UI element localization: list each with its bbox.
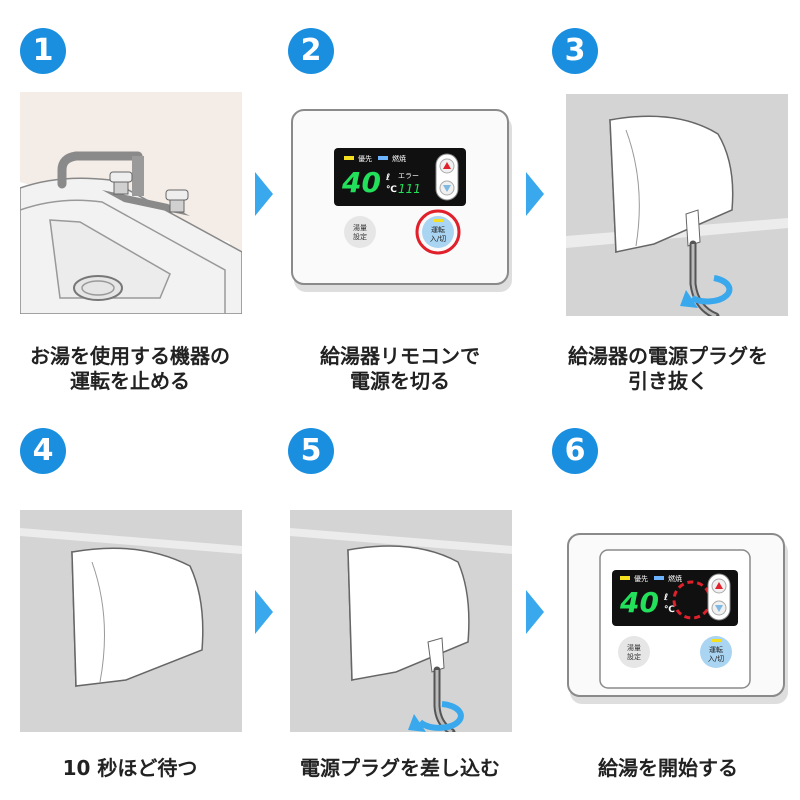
priority-indicator-label: 優先 [634,574,648,583]
temperature-readout: 40 [619,586,659,619]
faucet-spout [57,151,143,189]
faucet-base [102,190,190,216]
step-4-caption: 10 秒ほど待つ [62,756,198,780]
volume-unit: ℓ [663,593,668,603]
power-button[interactable] [700,636,732,668]
svg-text:入/切: 入/切 [430,235,446,243]
step-5-caption: 電源プラグを差し込む [300,756,500,780]
step-1-illustration [20,92,242,314]
hot-water-setting-button[interactable] [344,216,376,248]
temperature-readout: 40 [341,166,381,199]
remote-display [334,148,466,206]
down-arrow-icon [443,185,451,192]
power-button-highlight [415,209,461,255]
drain [73,275,123,301]
up-arrow-icon [715,582,723,589]
faucet-handle-right [165,189,189,213]
sink-basin [49,219,171,299]
priority-indicator-label: 優先 [358,154,372,163]
burning-indicator-label: 燃焼 [392,154,406,163]
outlet-cover [71,547,204,687]
step-5-illustration [290,510,512,732]
arrow-4-to-5-icon [255,590,273,634]
rotate-arrow-icon [417,701,464,731]
power-plug [685,209,701,247]
step-6-badge: 6 [552,428,598,474]
step-6-caption: 給湯を開始する [598,756,738,780]
step-1-badge: 1 [20,28,66,74]
step-2-caption: 給湯器リモコンで 電源を切る [320,344,480,393]
power-plug [427,637,445,673]
arrow-5-to-6-icon [526,590,544,634]
arrow-2-to-3-icon [526,172,544,216]
power-button[interactable] [422,216,454,248]
svg-text:運転: 運転 [709,645,723,654]
rotate-arrow-icon [690,275,733,305]
step-3-caption: 給湯器の電源プラグを 引き抜く [568,344,768,393]
burning-indicator-label: 燃焼 [668,574,682,583]
up-arrow-icon [443,162,451,169]
step-1-caption: お湯を使用する機器の 運転を止める [30,344,230,393]
svg-text:運転: 運転 [431,225,445,234]
step-6-illustration: 優先 燃焼 40 ℓ ℃ 湯量 設定 運転 入/切 [566,532,790,706]
error-code: 111 [398,182,421,196]
arrow-1-to-2-icon [255,172,273,216]
step-2-badge: 2 [288,28,334,74]
step-5-badge: 5 [288,428,334,474]
celsius-unit: ℃ [664,605,675,615]
outlet-cover [609,115,734,253]
faucet-handle-left [109,171,133,195]
svg-text:湯量: 湯量 [353,223,367,232]
svg-text:入/切: 入/切 [708,655,724,663]
step-4-illustration [20,510,242,732]
step-3-badge: 3 [552,28,598,74]
hot-water-setting-button[interactable] [618,636,650,668]
svg-text:湯量: 湯量 [627,643,641,652]
svg-text:設定: 設定 [353,232,367,241]
error-label: エラー [398,172,419,180]
svg-text:設定: 設定 [627,652,641,661]
step-4-badge: 4 [20,428,66,474]
step-3-illustration [566,94,788,316]
down-arrow-icon [715,605,723,612]
volume-unit: ℓ [385,173,390,183]
step-2-illustration: 優先 燃焼 40 ℓ ℃ エラー 111 湯量 設定 運転 入/切 [290,108,514,294]
celsius-unit: ℃ [386,185,397,195]
